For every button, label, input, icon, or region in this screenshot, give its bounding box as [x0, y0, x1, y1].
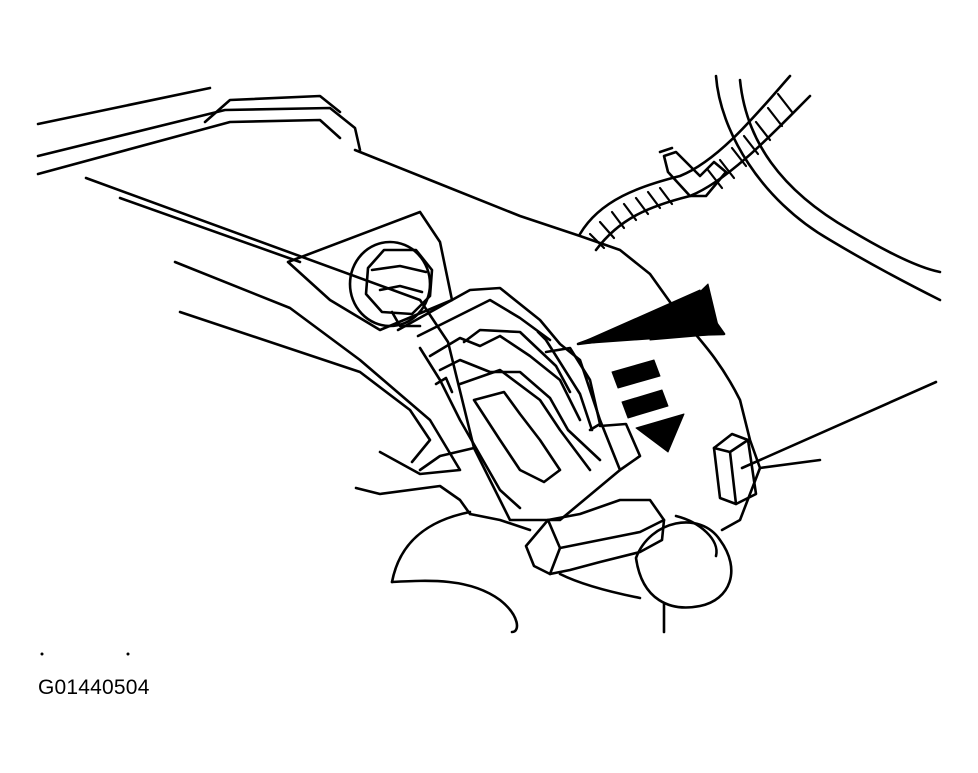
push-arrow-icon: [576, 283, 726, 346]
lock-tab-icon: [524, 498, 666, 576]
release-arrow-icon: [611, 359, 685, 453]
fender-panel: [714, 74, 942, 302]
lower-housing: [390, 314, 938, 634]
body-panel: [36, 86, 682, 532]
connector-icon: [396, 286, 642, 522]
side-tab: [712, 432, 758, 506]
bolt-icon: [348, 240, 434, 328]
plug-knob-icon: [634, 514, 733, 634]
stray-marks: [40, 652, 130, 656]
figure-code: G01440504: [38, 676, 150, 699]
wire-harness-icon: [578, 74, 812, 252]
